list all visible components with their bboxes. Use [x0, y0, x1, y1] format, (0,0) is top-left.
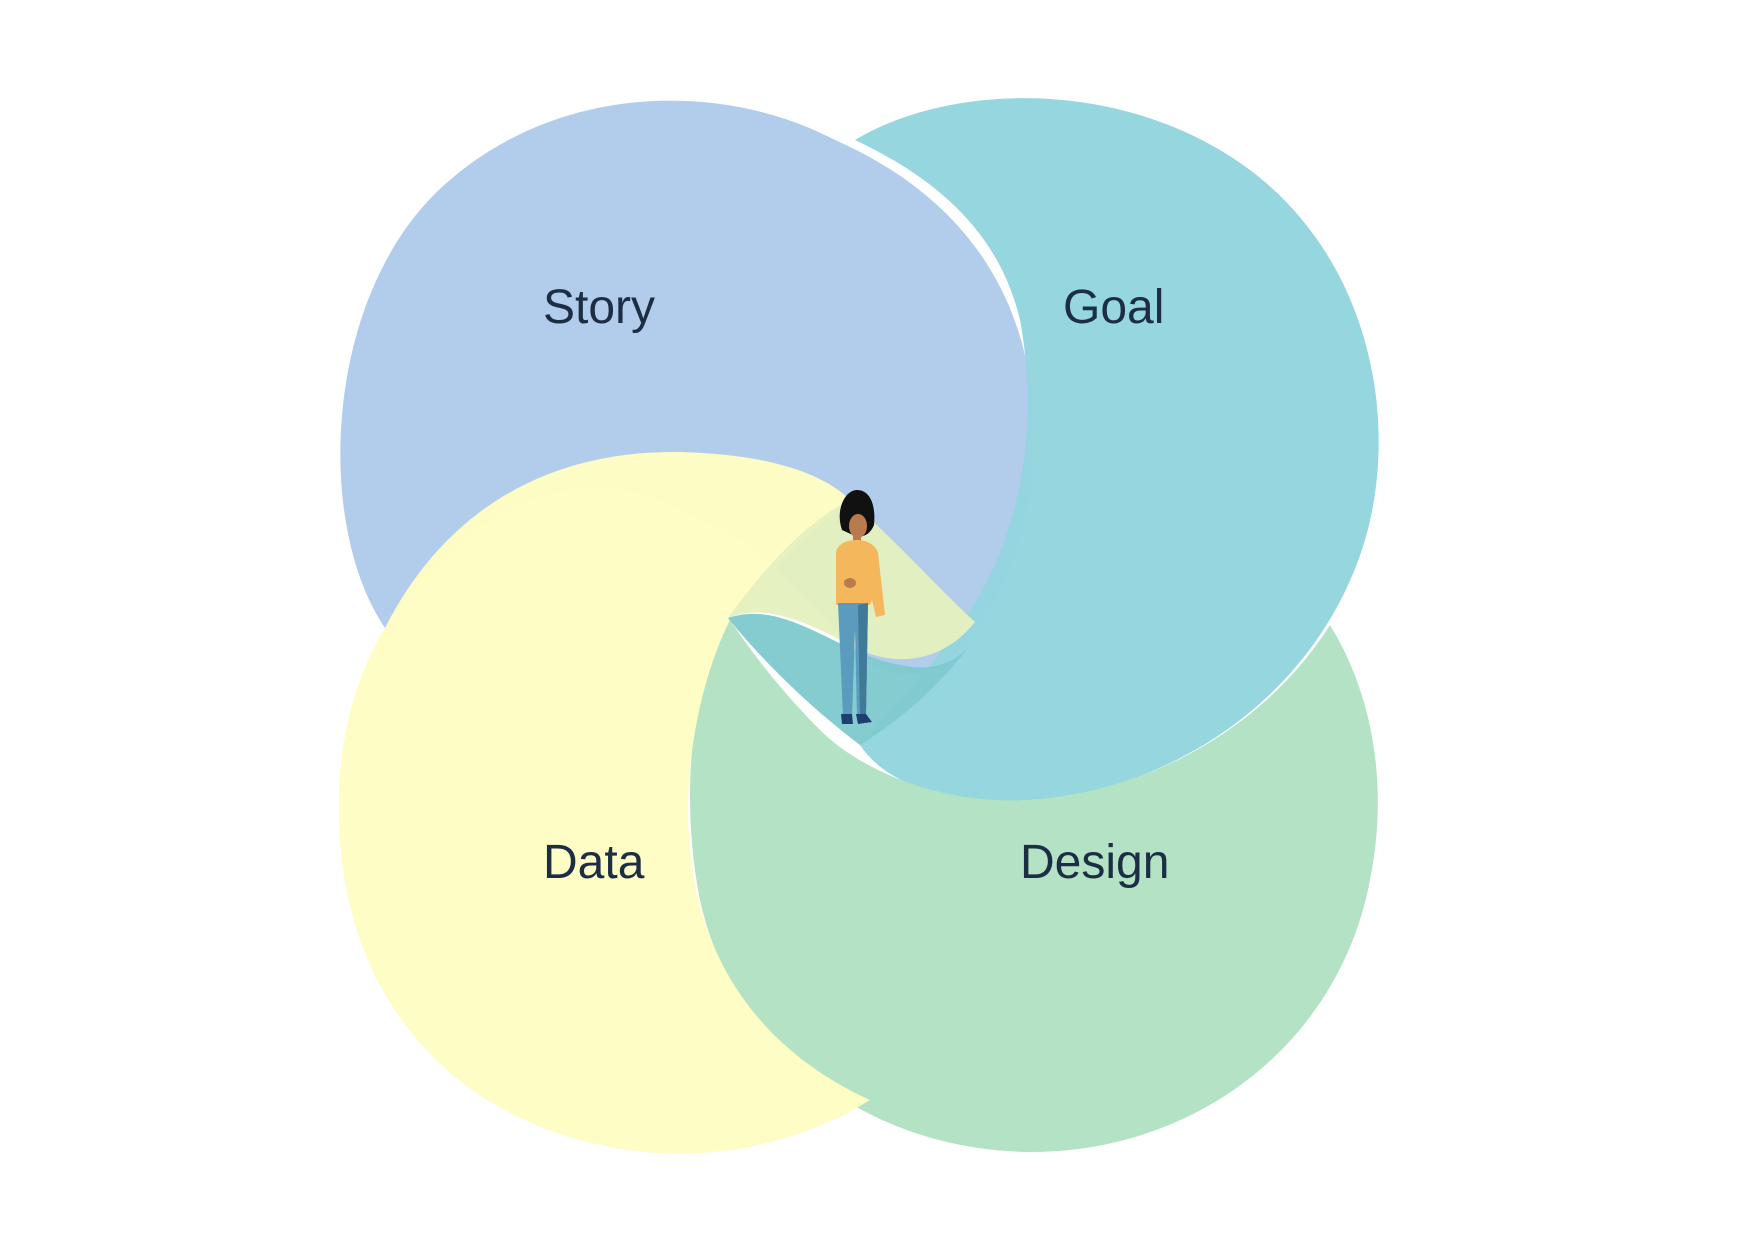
goal-label: Goal: [1063, 281, 1164, 334]
data-label: Data: [543, 836, 645, 889]
data-petal: [338, 451, 870, 1154]
shoes: [841, 714, 872, 724]
story-label: Story: [543, 281, 655, 334]
face: [849, 514, 867, 538]
jeans-shadow: [858, 603, 868, 715]
design-petal: [690, 620, 1378, 1152]
hand: [844, 578, 856, 588]
person-standing-icon: [836, 490, 885, 724]
goal-petal: [855, 98, 1379, 801]
design-label: Design: [1020, 836, 1169, 889]
sweater: [836, 540, 885, 617]
